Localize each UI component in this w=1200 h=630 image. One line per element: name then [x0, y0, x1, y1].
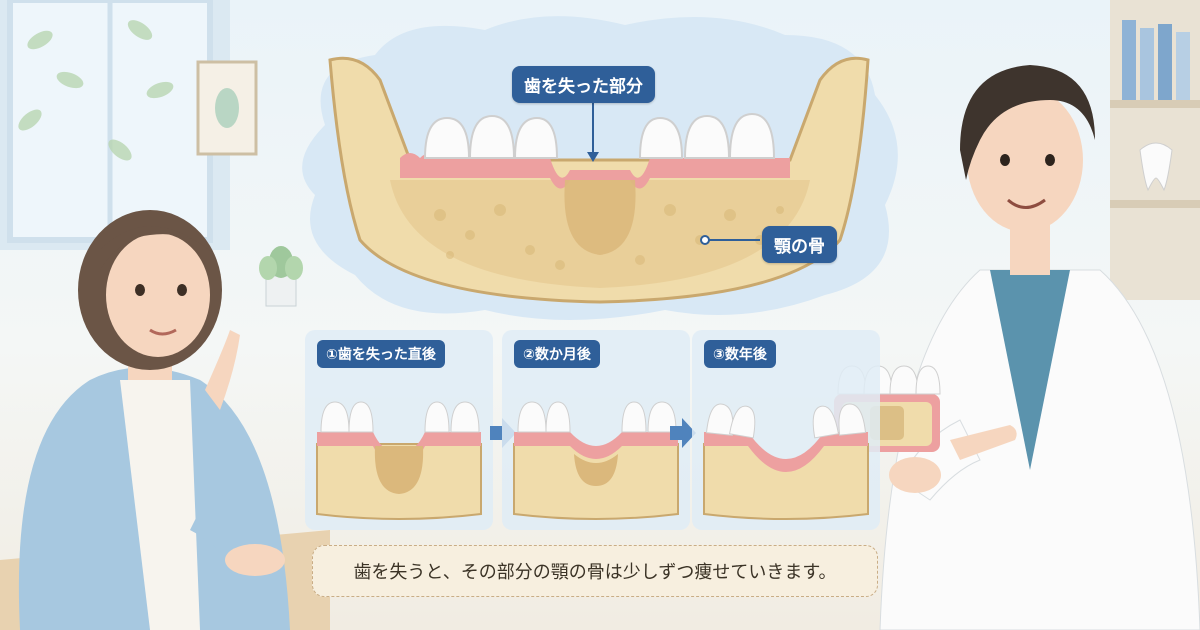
caption-box: 歯を失うと、その部分の顎の骨は少しずつ痩せていきます。 — [312, 545, 878, 597]
teeth-row — [423, 112, 776, 159]
gum-line — [400, 153, 790, 189]
leaves-decoration — [18, 20, 174, 161]
stage-panel-1: ①歯を失った直後 — [305, 330, 493, 530]
jaw-cross-section-diagram — [328, 56, 870, 304]
missing-tooth-socket — [564, 180, 636, 255]
stage-1-jaw-art — [316, 401, 482, 520]
missing-tooth-label: 歯を失った部分 — [512, 66, 655, 103]
stage-2-jaw-art — [513, 401, 679, 520]
patient-illustration — [18, 210, 291, 630]
stage-panel-3: ③数年後 — [692, 330, 880, 530]
doctor-illustration — [879, 65, 1200, 630]
stage-label-2: ②数か月後 — [514, 340, 600, 368]
stage-label-1: ①歯を失った直後 — [317, 340, 445, 368]
jaw-bone-label: 顎の骨 — [762, 226, 837, 263]
stage-label-3: ③数年後 — [704, 340, 776, 368]
caption-text: 歯を失うと、その部分の顎の骨は少しずつ痩せていきます。 — [353, 562, 837, 583]
stage-panel-2: ②数か月後 — [502, 330, 690, 530]
stage-3-jaw-art — [703, 403, 869, 520]
stage-arrow-2 — [670, 418, 696, 448]
